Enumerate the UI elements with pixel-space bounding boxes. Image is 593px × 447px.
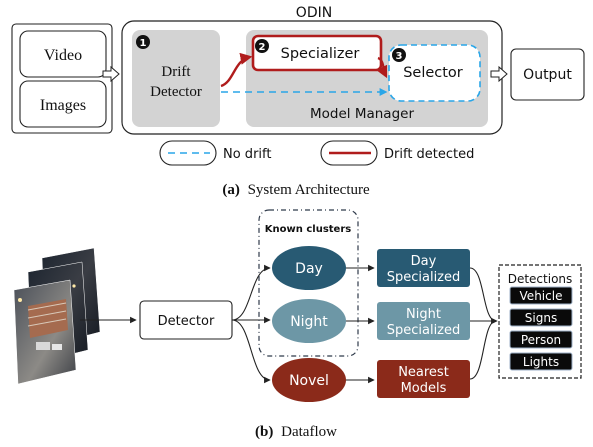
model-manager-label: Model Manager — [310, 106, 414, 122]
step-marker-3-label: 3 — [396, 51, 403, 62]
odin-title: ODIN — [296, 5, 332, 21]
detector-to-novel-arrow — [231, 319, 271, 384]
model-night-label-line1: Night — [406, 307, 441, 322]
cluster-novel — [272, 358, 346, 402]
detector-label: Detector — [158, 314, 215, 329]
legend-no-drift-swatch — [159, 140, 217, 166]
caption-b: (b) Dataflow — [255, 424, 337, 440]
output-label: Output — [523, 67, 572, 83]
legend-no-drift-label: No drift — [223, 147, 271, 162]
model-night-specialized — [377, 302, 470, 340]
cluster-day — [272, 246, 346, 290]
cluster-novel-label: Novel — [289, 373, 329, 389]
specializer-label: Specializer — [281, 46, 360, 62]
step-marker-1-label: 1 — [140, 38, 147, 49]
detection-chip-signs — [509, 308, 573, 327]
video-label: Video — [44, 47, 82, 64]
model-nearest — [377, 360, 470, 398]
drift-detector-label-line1: Drift — [161, 64, 191, 80]
images-label: Images — [40, 97, 86, 114]
cluster-day-label: Day — [295, 261, 323, 277]
detector-to-day-arrow — [231, 264, 271, 321]
caption-a-prefix: (a) — [222, 182, 240, 198]
detection-vehicle-label: Vehicle — [520, 289, 563, 303]
known-clusters-label: Known clusters — [265, 224, 351, 235]
cluster-night — [272, 299, 346, 343]
detection-person-label: Person — [521, 333, 561, 347]
specializer-box — [251, 34, 383, 72]
caption-b-prefix: (b) — [255, 424, 273, 440]
images-input-box — [19, 80, 107, 128]
detection-signs-label: Signs — [525, 311, 557, 325]
model-day-label-line1: Day — [411, 254, 437, 269]
drift-detector-box — [132, 30, 220, 127]
caption-a: (a) System Architecture — [222, 182, 370, 198]
model-nearest-label-line1: Nearest — [398, 365, 449, 380]
model-nearest-label-line2: Models — [401, 381, 447, 396]
selector-label: Selector — [403, 65, 463, 81]
step-marker-1 — [136, 35, 150, 49]
detections-title: Detections — [508, 272, 573, 286]
detection-chip-lights — [509, 352, 573, 371]
caption-a-text: System Architecture — [248, 182, 370, 198]
detection-lights-label: Lights — [523, 355, 559, 369]
legend-drift-label: Drift detected — [384, 147, 474, 162]
step-marker-3 — [392, 48, 406, 62]
known-clusters-container — [258, 209, 359, 357]
drift-arrow-detector-to-specializer — [220, 52, 253, 88]
drift-arrow-specializer-to-selector — [376, 56, 388, 79]
detection-chip-vehicle — [509, 286, 573, 305]
detection-chip-person — [509, 330, 573, 349]
output-arrow-icon — [490, 65, 508, 83]
drift-detector-label-line2: Detector — [150, 84, 202, 100]
caption-b-text: Dataflow — [281, 424, 337, 440]
model-day-label-line2: Specialized — [387, 270, 461, 285]
model-day-specialized — [377, 249, 470, 287]
step-marker-2 — [255, 39, 269, 53]
video-frames-image — [13, 247, 101, 385]
output-box — [510, 48, 585, 101]
selector-box — [388, 44, 481, 102]
video-input-box — [19, 30, 107, 78]
step-marker-2-label: 2 — [259, 42, 266, 53]
model-night-label-line2: Specialized — [387, 323, 461, 338]
cluster-night-label: Night — [290, 314, 328, 330]
nearest-model-to-detections-arrow — [469, 320, 497, 380]
day-model-to-detections-arrow — [469, 267, 497, 322]
input-arrow-icon — [102, 65, 120, 83]
